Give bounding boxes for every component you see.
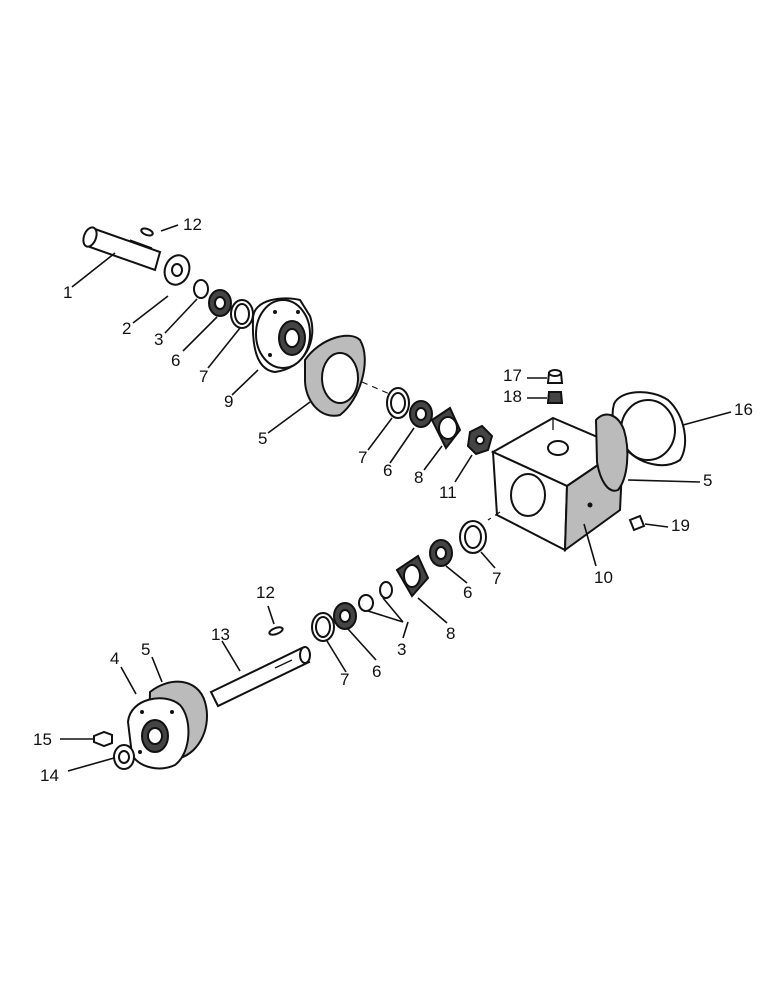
part-8-bevel-gear-lower: [395, 554, 430, 598]
callout-6-upper-right: 6: [383, 461, 392, 480]
callout-5-right: 5: [703, 471, 712, 490]
callout-18: 18: [503, 387, 522, 406]
part-6-bearing-cone-lower-left: [333, 602, 357, 630]
callout-7-upper-right: 7: [358, 448, 367, 467]
callout-13: 13: [211, 625, 230, 644]
callout-8-upper: 8: [414, 468, 423, 487]
callout-3-upper: 3: [154, 330, 163, 349]
callout-2: 2: [122, 319, 131, 338]
callout-9: 9: [224, 392, 233, 411]
callout-15: 15: [33, 730, 52, 749]
part-3-snap-ring-lower-right: [379, 581, 393, 599]
callout-10: 10: [594, 568, 613, 587]
callout-6-lower-left: 6: [372, 662, 381, 681]
part-18-reducer-fitting: [546, 391, 564, 404]
callout-11: 11: [439, 483, 457, 502]
part-7-bearing-cup-upper-right: [386, 387, 410, 419]
callout-16: 16: [734, 400, 753, 419]
part-15-cap-screw: [93, 730, 113, 748]
part-4-bearing-cap: [126, 697, 190, 770]
part-5-gasket-upper: [304, 334, 366, 417]
callout-8-lower: 8: [446, 624, 455, 643]
callout-14: 14: [40, 766, 59, 785]
callout-3-lower: 3: [397, 640, 406, 659]
callout-7-lower-right: 7: [492, 569, 501, 588]
part-17-vent-plug: [546, 369, 564, 384]
callout-6-lower-right: 6: [463, 583, 472, 602]
callout-labels: 1 12 2 3 6 7 9 5 7 6 8 11 17 18 16 5 19 …: [33, 215, 753, 785]
part-6-bearing-cone-upper-left: [208, 289, 232, 317]
part-9-bearing-housing-flange: [251, 297, 314, 374]
axis-line-upper: [361, 381, 393, 396]
part-12-key-upper: [140, 227, 154, 237]
leader-lines: [60, 224, 732, 772]
part-6-bearing-cone-lower-right: [429, 539, 453, 567]
callout-17: 17: [503, 366, 522, 385]
part-19-drain-plug: [628, 514, 646, 532]
part-5-gasket-right: [594, 413, 629, 492]
part-16-cover-plate: [611, 391, 687, 467]
callout-5-lower: 5: [141, 640, 150, 659]
part-3-snap-ring-lower-left: [358, 594, 374, 612]
part-14-oil-seal: [113, 744, 135, 770]
part-13-output-shaft: [209, 646, 311, 708]
axis-line-lower: [487, 511, 501, 521]
part-11-castle-nut: [466, 424, 494, 456]
callout-19: 19: [671, 516, 690, 535]
part-7-bearing-cup-lower-right: [459, 520, 487, 554]
callout-6-upper-left: 6: [171, 351, 180, 370]
part-8-bevel-gear-upper: [430, 406, 462, 450]
part-7-bearing-cup-lower-left: [311, 612, 335, 642]
callout-12-lower: 12: [256, 583, 275, 602]
callout-5-upper: 5: [258, 429, 267, 448]
part-7-bearing-cup-upper-left: [230, 299, 254, 329]
part-1-input-shaft: [82, 226, 162, 272]
part-2-washer: [163, 254, 191, 286]
callout-7-upper-left: 7: [199, 367, 208, 386]
callout-7-lower-left: 7: [340, 670, 349, 689]
part-6-bearing-cone-upper-right: [409, 400, 433, 428]
callout-12-upper: 12: [183, 215, 202, 234]
callout-1: 1: [63, 283, 72, 302]
part-12-key-lower: [268, 626, 284, 636]
part-3-snap-ring-upper: [193, 279, 209, 299]
callout-4: 4: [110, 649, 119, 668]
